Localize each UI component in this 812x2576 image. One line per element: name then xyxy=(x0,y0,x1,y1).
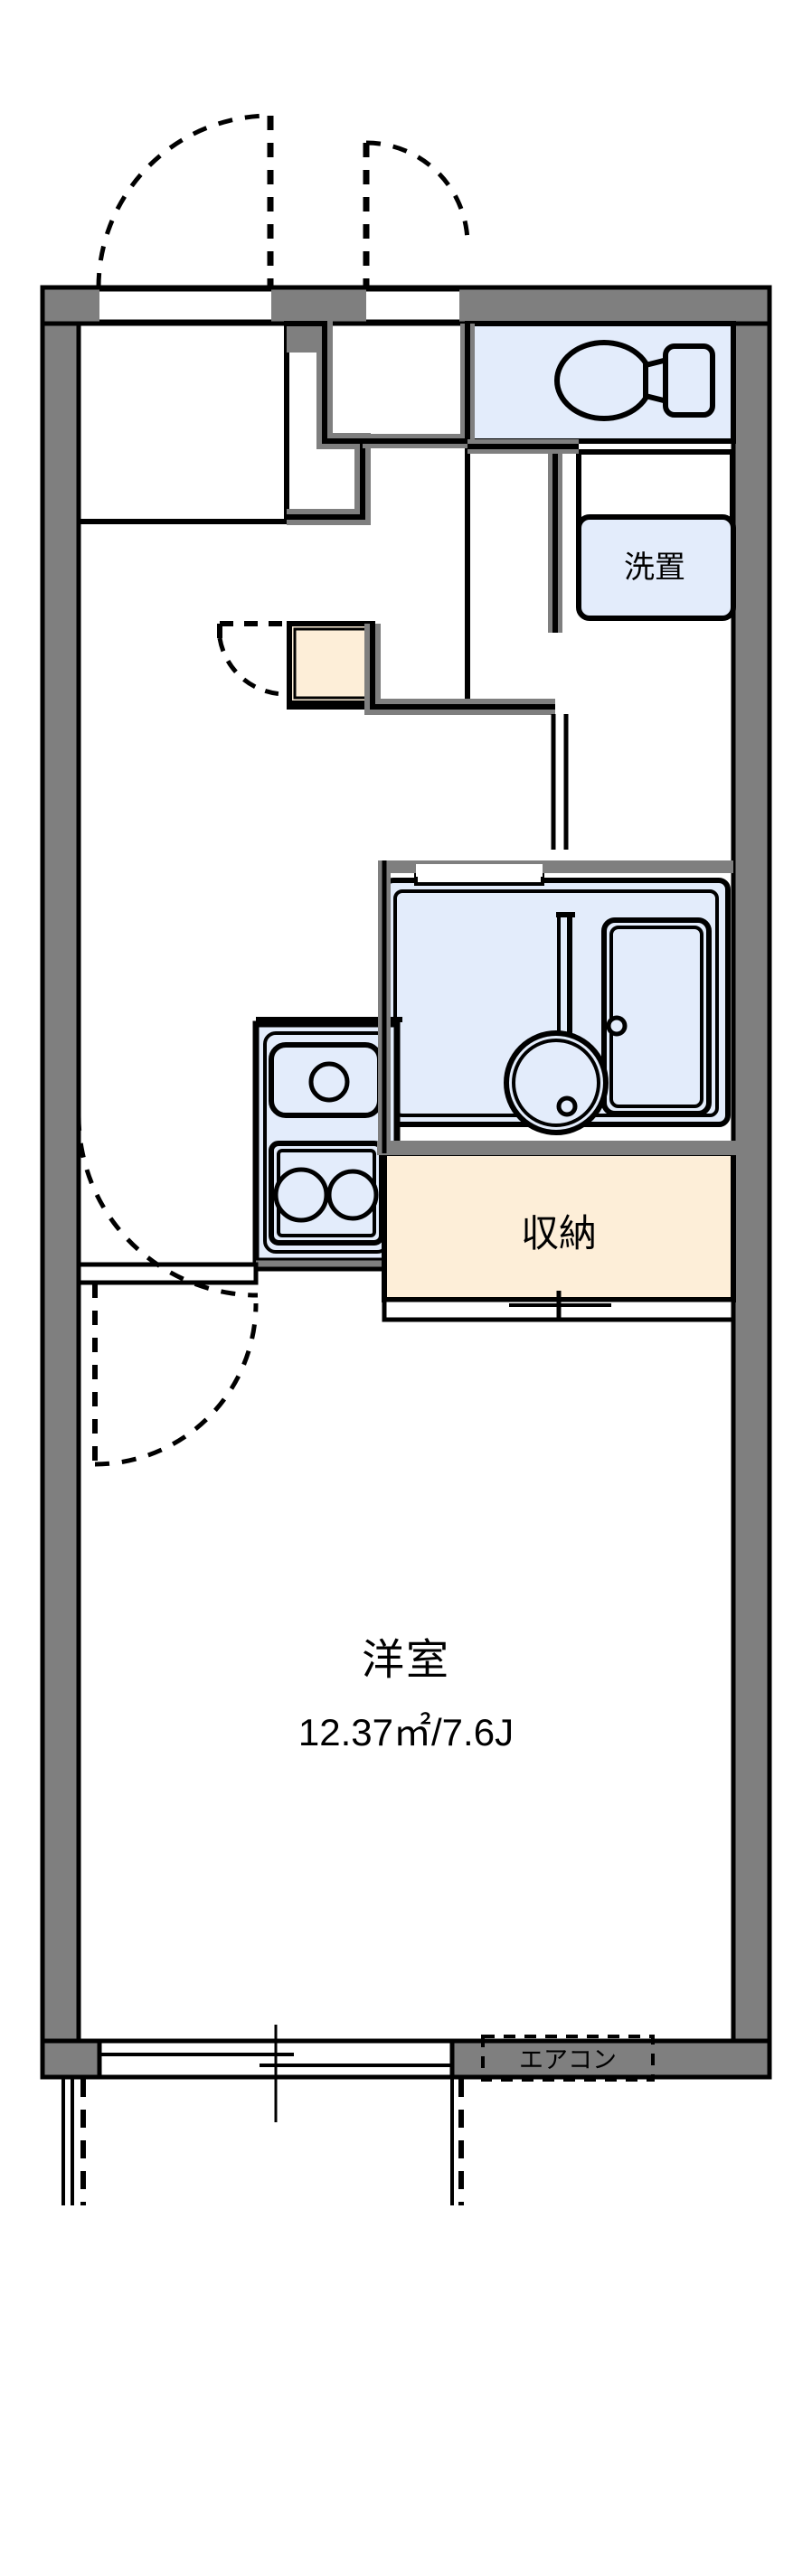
bathtub-drain xyxy=(606,1015,628,1037)
room-door-swing-arc-helper xyxy=(76,1115,259,1298)
bathtub-inner xyxy=(609,926,703,1108)
genkan-step-line xyxy=(79,321,289,524)
bath-top-opening xyxy=(416,864,543,877)
main-room-area: 12.37㎡/7.6J xyxy=(298,1711,514,1753)
entrance-door-opening xyxy=(99,289,271,322)
stove-burner-right xyxy=(326,1169,379,1221)
partition-outline-left xyxy=(287,321,365,520)
laundry-label: 洗置 xyxy=(624,550,685,585)
shoebox-inner xyxy=(293,627,369,700)
room-door[interactable] xyxy=(76,1115,259,1467)
toilet-door-swing-arc xyxy=(365,140,470,245)
closet-door-swing-arc xyxy=(217,637,288,697)
hall-room-wall xyxy=(76,1262,259,1285)
aircon-label: エアコン xyxy=(519,2046,617,2073)
unit-bath xyxy=(382,860,733,1135)
toilet-room xyxy=(465,321,736,444)
washbasin-drain xyxy=(556,1095,578,1117)
entrance-hall xyxy=(79,321,289,524)
toilet-tank xyxy=(663,343,715,418)
toilet-door-opening xyxy=(366,289,459,322)
storage-closet: 収納 xyxy=(377,1141,739,1322)
closet-door[interactable] xyxy=(217,621,288,697)
balcony-window[interactable] xyxy=(61,2025,464,2205)
extra-partitions xyxy=(364,624,569,1153)
storage-top-wall xyxy=(377,1141,739,1155)
shoebox-wall-line xyxy=(370,624,467,710)
storage-label: 収納 xyxy=(521,1212,597,1255)
main-room-name: 洋室 xyxy=(362,1635,450,1683)
sink-drain xyxy=(308,1061,350,1103)
kitchen-unit xyxy=(252,1017,402,1272)
aircon-dashed-box xyxy=(481,2035,655,2082)
room-door-swing-arc xyxy=(94,1302,259,1467)
main-room-label-group: 洋室 12.37㎡/7.6J xyxy=(298,1635,514,1753)
wall-right xyxy=(731,285,772,2080)
wall-left xyxy=(40,285,81,2080)
laundry-space: 洗置 xyxy=(576,449,736,621)
partition-outline-toilet xyxy=(363,324,470,444)
genkan-shoebox xyxy=(287,621,375,710)
entrance-door-swing-arc xyxy=(96,113,271,288)
toilet-bowl xyxy=(554,340,654,421)
entrance-door[interactable] xyxy=(96,113,274,324)
washbasin-inner xyxy=(512,1039,600,1127)
internal-partitions xyxy=(287,315,579,633)
toilet-door[interactable] xyxy=(363,140,470,324)
stove-burner-left xyxy=(273,1167,329,1223)
shoebox-wall-grey xyxy=(364,624,467,715)
washer-pan xyxy=(576,514,736,621)
aircon-annotation: エアコン xyxy=(481,2035,655,2082)
room-partition xyxy=(76,1262,259,1285)
partition-thick-toilet xyxy=(363,324,475,448)
toilet-icon xyxy=(554,340,715,421)
